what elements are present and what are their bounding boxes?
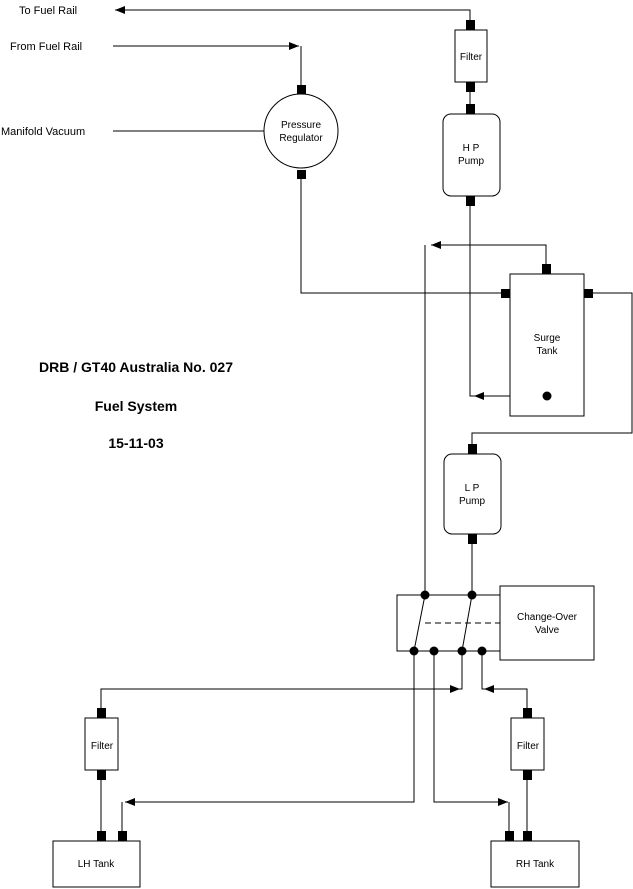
surge-tank-label-2: Tank <box>536 346 558 357</box>
line-valve-to-left-filter <box>100 651 463 708</box>
port <box>505 831 514 841</box>
port <box>97 770 106 780</box>
port <box>468 444 477 454</box>
port <box>466 104 475 114</box>
filter-left-label: Filter <box>91 741 114 752</box>
lp-pump-body <box>443 453 502 535</box>
port <box>468 534 477 544</box>
filter-right: Filter <box>510 708 545 780</box>
lp-pump: L P Pump <box>443 444 502 544</box>
port <box>297 170 306 179</box>
line-surge-top-return <box>431 241 547 265</box>
pressure-regulator-label-2: Regulator <box>279 133 323 144</box>
valve-node <box>467 590 477 600</box>
hp-pump-label-1: H P <box>463 143 480 154</box>
line-surge-right-to-lp <box>471 292 633 444</box>
port <box>523 831 532 841</box>
fuel-lines <box>100 6 633 832</box>
label-to-fuel-rail: To Fuel Rail <box>19 5 77 17</box>
filter-top-label: Filter <box>460 52 483 63</box>
pressure-regulator-body <box>263 93 339 169</box>
hp-pump-label-2: Pump <box>458 156 485 167</box>
line-valve-to-lh-return <box>125 651 415 806</box>
port <box>297 85 306 94</box>
filter-top: Filter <box>454 20 488 92</box>
line-hp-pump-feed <box>469 205 481 397</box>
lp-pump-label-2: Pump <box>459 496 486 507</box>
port <box>584 289 593 298</box>
port <box>501 289 510 298</box>
valve-node <box>429 646 439 656</box>
label-from-fuel-rail: From Fuel Rail <box>10 41 82 53</box>
valve-node <box>457 646 467 656</box>
rh-tank: RH Tank <box>490 831 580 888</box>
lh-tank: LH Tank <box>52 831 141 888</box>
label-manifold-vacuum: Manifold Vacuum <box>1 126 85 138</box>
filter-left: Filter <box>84 708 119 780</box>
change-over-valve-label-1: Change-Over <box>517 612 578 623</box>
port <box>97 831 106 841</box>
port <box>542 264 551 274</box>
project-title: DRB / GT40 Australia No. 027 <box>39 359 233 375</box>
port <box>118 831 127 841</box>
hp-pump-body <box>442 113 501 197</box>
valve-node <box>409 646 419 656</box>
diagram-title: Fuel System <box>95 398 177 414</box>
diagram-date: 15-11-03 <box>108 435 163 451</box>
port <box>523 770 532 780</box>
surge-tank-pickup-dot <box>542 391 552 401</box>
line-to-fuel-rail <box>115 6 471 20</box>
port <box>466 20 475 30</box>
rh-tank-body <box>490 840 580 888</box>
rh-tank-label: RH Tank <box>516 859 555 870</box>
line-regulator-return <box>300 176 502 294</box>
port <box>466 82 475 92</box>
pressure-regulator: Pressure Regulator <box>263 85 339 179</box>
hp-pump: H P Pump <box>442 104 501 206</box>
surge-tank-label-1: Surge <box>534 333 561 344</box>
pressure-regulator-label-1: Pressure <box>281 120 321 131</box>
change-over-valve-label-box <box>499 585 595 661</box>
filter-right-body <box>510 717 545 771</box>
lh-tank-body <box>52 840 141 888</box>
valve-node <box>477 646 487 656</box>
line-valve-to-right-filter <box>481 651 528 708</box>
valve-node <box>420 590 430 600</box>
line-valve-to-rh-return <box>433 651 508 806</box>
lp-pump-label-1: L P <box>465 483 480 494</box>
surge-tank: Surge Tank <box>501 264 593 417</box>
filter-right-label: Filter <box>517 741 540 752</box>
change-over-valve-label-2: Valve <box>535 625 560 636</box>
change-over-valve: Change-Over Valve <box>396 585 595 661</box>
lh-tank-label: LH Tank <box>78 859 116 870</box>
port <box>97 708 106 718</box>
valve-switch-a <box>413 594 426 652</box>
port <box>523 708 532 718</box>
port <box>466 196 475 206</box>
